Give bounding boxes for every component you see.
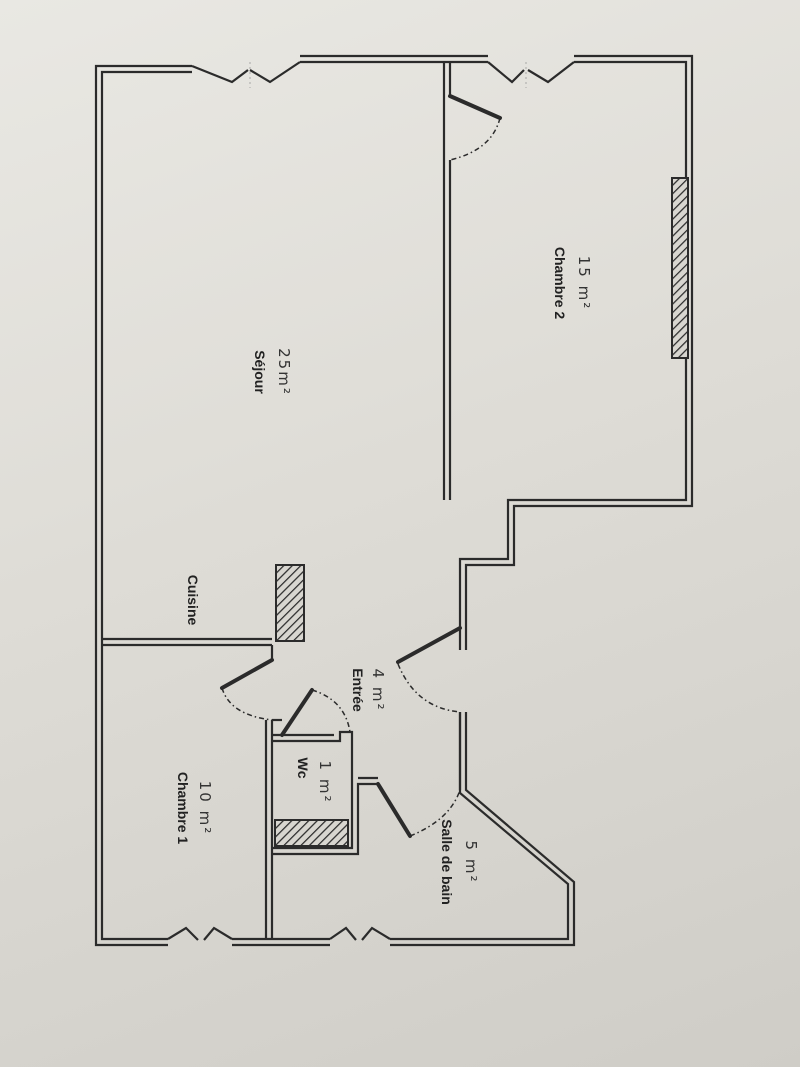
window-bottom-left [167, 926, 233, 941]
room-area: 4 m² [369, 669, 387, 712]
label-salle-de-bain: Salle de bain 5 m² [439, 819, 480, 905]
cuisine-wall [102, 637, 274, 660]
room-name: Séjour [252, 350, 268, 394]
duct-wc [274, 819, 349, 847]
room-name: Cuisine [185, 575, 201, 626]
room-name: Salle de bain [439, 819, 455, 905]
room-area: 5 m² [462, 841, 480, 884]
label-chambre-1: Chambre 1 10 m² [175, 772, 214, 845]
radiator [671, 177, 689, 359]
room-name: Chambre 1 [175, 772, 191, 845]
label-entree: Entrée 4 m² [350, 668, 387, 712]
window-top-right [487, 61, 575, 88]
window-bottom-right [329, 926, 391, 941]
label-chambre-2: Chambre 2 15 m² [552, 247, 593, 320]
label-sejour: Séjour 25m² [252, 348, 293, 396]
room-area: 25m² [275, 348, 293, 396]
room-area: 15 m² [575, 256, 593, 310]
room-name: Wc [295, 758, 311, 779]
chambre-2-walls [442, 62, 452, 500]
door-chambre-1 [220, 658, 274, 721]
label-cuisine: Cuisine [185, 575, 201, 626]
window-top-left [191, 61, 301, 88]
label-wc: Wc 1 m² [295, 758, 334, 804]
door-salle-de-bain [376, 782, 461, 838]
room-area: 10 m² [196, 781, 214, 835]
door-wc [280, 688, 351, 737]
room-area: 1 m² [316, 761, 334, 804]
room-name: Chambre 2 [552, 247, 568, 320]
duct-cuisine [275, 564, 305, 642]
interior-walls [264, 712, 462, 939]
room-name: Entrée [350, 668, 366, 712]
door-chambre-2 [448, 94, 502, 161]
door-entree [396, 626, 462, 713]
outer-wall [94, 54, 694, 947]
